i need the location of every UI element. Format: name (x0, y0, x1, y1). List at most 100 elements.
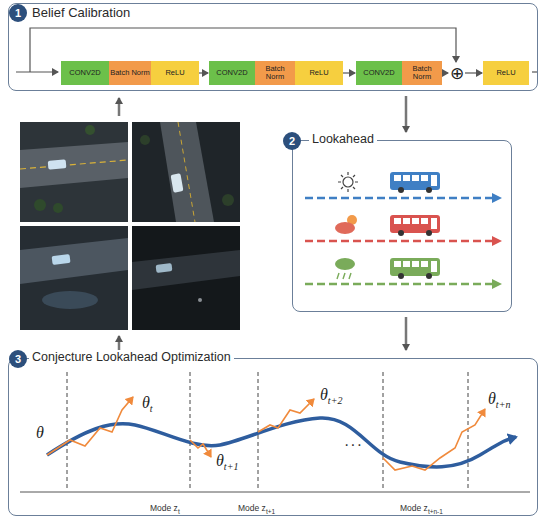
mode-label: Mode z (150, 503, 178, 513)
optimization-curves (258, 399, 314, 432)
parameter-symbol: θ (320, 386, 328, 403)
aerial-images (85, 125, 95, 135)
layer-name: ReLU (496, 69, 515, 77)
aerial-images (20, 122, 128, 222)
parameter-symbol: θ (142, 394, 150, 411)
rollout-arrows (492, 236, 502, 246)
optimization-curves (47, 397, 133, 455)
skip-connection (532, 71, 537, 72)
sum-symbol: ⊕ (450, 65, 464, 81)
label-group: 2 (283, 131, 301, 150)
weather-icons (338, 172, 358, 192)
skip-connection (16, 71, 58, 72)
label-group: θt+n (488, 390, 510, 408)
aerial-images (132, 250, 240, 290)
callout-number: 2 (283, 132, 301, 150)
weather-icons (335, 258, 355, 270)
layer-block: CONV2D (209, 61, 255, 85)
subscript: t (150, 403, 153, 414)
layer-name: CONV2D (363, 69, 394, 77)
flow-arrows (119, 98, 120, 350)
aerial-images (222, 194, 234, 206)
layer-block: ReLU (151, 61, 199, 85)
label-group: θ (36, 424, 44, 442)
mode-label: Mode z (400, 503, 428, 513)
layer-name: ReLU (165, 69, 184, 77)
label-group: 1 (9, 3, 27, 22)
subscript: t+1 (266, 508, 275, 515)
panel-title: Lookahead (309, 132, 377, 147)
label-group: Mode zt+1 (238, 497, 275, 515)
aerial-images (178, 122, 195, 222)
layer-name: CONV2D (69, 69, 100, 77)
rollout-arrows (492, 193, 502, 203)
aerial-images (156, 263, 173, 273)
subscript: ··· (344, 436, 363, 453)
sum-node: ⊕ (449, 65, 465, 81)
rollout-arrows (305, 240, 492, 243)
weather-icons (335, 222, 355, 234)
layer-block: ReLU (483, 61, 529, 85)
aerial-images (53, 203, 63, 213)
parameter-symbol: θ (216, 452, 224, 469)
aerial-images (132, 226, 240, 330)
panel-frame: Lookahead (292, 140, 512, 312)
optimization-curves (383, 409, 485, 470)
aerial-images (198, 298, 202, 302)
aerial-images (52, 254, 71, 265)
layer-block: CONV2D (61, 61, 109, 85)
subscript: t+2 (328, 395, 343, 406)
aerial-images (20, 226, 128, 330)
label-group: θt+2 (320, 386, 342, 404)
aerial-images (20, 238, 128, 284)
weather-icons (335, 172, 358, 279)
subscript: t+n-1 (428, 508, 443, 515)
label-group: Mode zt (150, 497, 180, 515)
bus-icons (390, 172, 440, 279)
bus-icons (390, 172, 440, 193)
aerial-images (20, 160, 128, 169)
layer-name: CONV2D (216, 69, 247, 77)
mode-dividers (20, 492, 530, 493)
optimization-curves (190, 440, 211, 457)
optimization-curves (47, 418, 516, 467)
label-group: Mode zt+n-1 (400, 497, 443, 515)
label-group: θt+1 (216, 452, 238, 470)
connector-arrow (405, 96, 408, 132)
aerial-images (34, 199, 46, 211)
panel-frame: Belief CalibrationCONV2D Batch Norm ReLU CO… (8, 3, 538, 91)
subscript: t+n (496, 399, 511, 410)
layer-block: Batch Norm (402, 61, 442, 85)
layer-name: Batch Norm (110, 69, 150, 77)
panel-title: Belief Calibration (29, 5, 133, 20)
rollout-arrows (305, 197, 492, 200)
connector-arrow (405, 317, 408, 350)
rollout-arrows (492, 279, 502, 289)
label-group: θt (142, 394, 153, 412)
callout-number: 3 (9, 350, 27, 368)
aerial-images (42, 291, 98, 309)
panel-title: Conjecture Lookahead Optimization (29, 350, 234, 365)
layer-block: Batch Norm (255, 61, 295, 85)
parameter-symbol: θ (488, 390, 496, 407)
optimization-curves (47, 397, 516, 470)
flow-arrows (118, 336, 121, 350)
aerial-images (160, 122, 214, 222)
subscript: t (178, 508, 180, 515)
connector-arrow (442, 72, 448, 73)
mode-dividers (20, 372, 530, 492)
connector-arrow (343, 72, 355, 73)
aerial-images (132, 122, 240, 222)
aerial-images (48, 159, 67, 170)
flow-arrows (118, 98, 121, 116)
rollout-arrows (305, 193, 502, 289)
callout-number: 1 (9, 4, 27, 22)
label-group: 3 (9, 349, 27, 368)
panel-frame: Conjecture Lookahead Optimization (8, 358, 538, 516)
aerial-images (171, 173, 184, 192)
layer-name: ReLU (309, 69, 328, 77)
connector-arrow (199, 72, 208, 73)
aerial-images (20, 122, 240, 330)
weather-icons (343, 177, 353, 187)
